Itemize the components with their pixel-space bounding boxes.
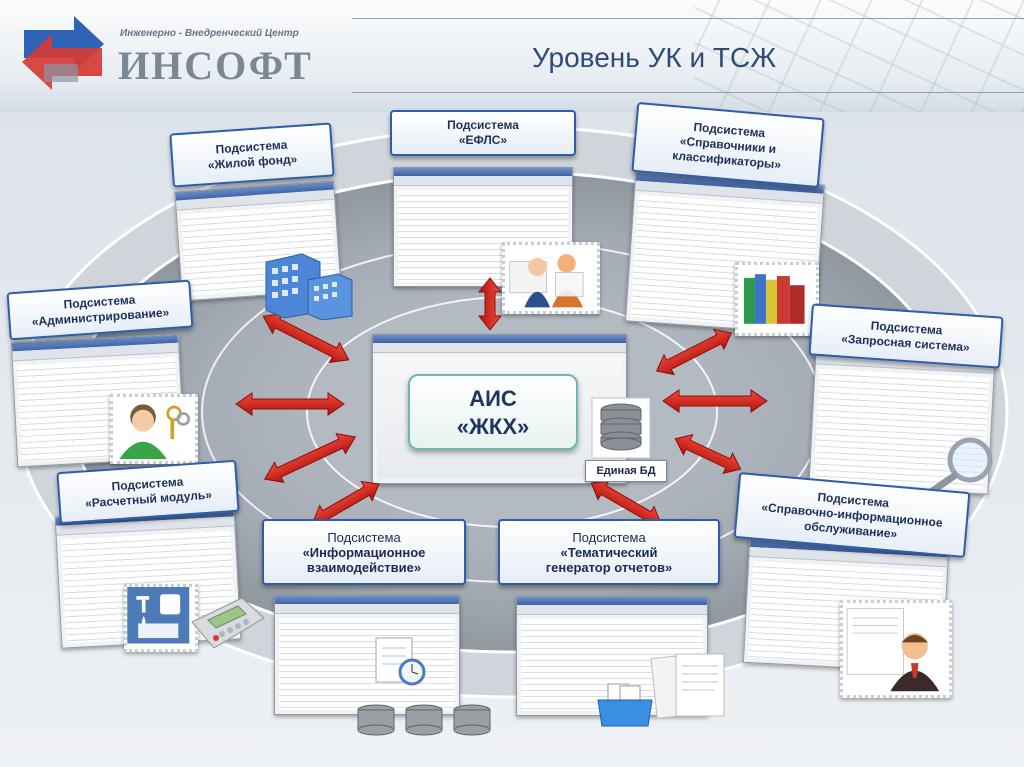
utilities-photo <box>124 584 198 652</box>
header-divider-top <box>352 18 1024 19</box>
document-clock-icon <box>375 637 426 686</box>
database-stack-icon <box>357 704 491 736</box>
database-label: Единая БД <box>585 460 667 482</box>
arrow-zaprosnaya <box>662 389 768 413</box>
buildings-icon <box>265 253 353 320</box>
logo-name: ИНСОФТ <box>118 43 313 88</box>
users-icon <box>509 254 584 308</box>
page-title: Уровень УК и ТСЖ <box>532 42 777 73</box>
label-tematicheskiy: Подсистема «Тематический генератор отчет… <box>498 519 720 585</box>
users-photo <box>502 242 600 314</box>
admin-keys-icon <box>119 404 191 460</box>
calculator-icon <box>191 597 265 649</box>
screen-info-vzaimodeystvie <box>274 595 460 715</box>
consultant-icon <box>846 608 940 692</box>
books-photo <box>735 262 819 336</box>
utilities-icon <box>127 587 190 644</box>
consultant-photo <box>840 600 952 698</box>
label-info-vzaimodeystvie: Подсистема «Информационное взаимодействи… <box>262 519 466 585</box>
insoft-logo-icon <box>22 16 104 90</box>
header: Инженерно - Внедренческий Центр ИНСОФТ У… <box>0 0 1024 112</box>
database-icon <box>591 397 651 459</box>
label-eflс: Подсистема «ЕФЛС» <box>390 110 576 156</box>
arrow-raschetny <box>263 433 357 483</box>
folder-files-icon <box>597 683 653 727</box>
arrow-spravochno-info <box>674 434 742 474</box>
arrow-administrirovanie <box>235 392 345 416</box>
arrow-spravochniki <box>655 328 733 376</box>
arrow-zhiloy-fond <box>262 313 350 363</box>
arrow-eflс <box>477 277 503 331</box>
label-zhiloy-fond: Подсистема «Жилой фонд» <box>169 122 335 188</box>
logo-subtitle: Инженерно - Внедренческий Центр <box>120 28 299 39</box>
header-divider-bottom <box>352 92 1024 93</box>
report-documents-icon <box>650 653 725 718</box>
admin-photo <box>110 394 198 464</box>
center-ais-zhkh: АИС «ЖКХ» <box>408 374 578 450</box>
books-icon <box>743 274 805 324</box>
